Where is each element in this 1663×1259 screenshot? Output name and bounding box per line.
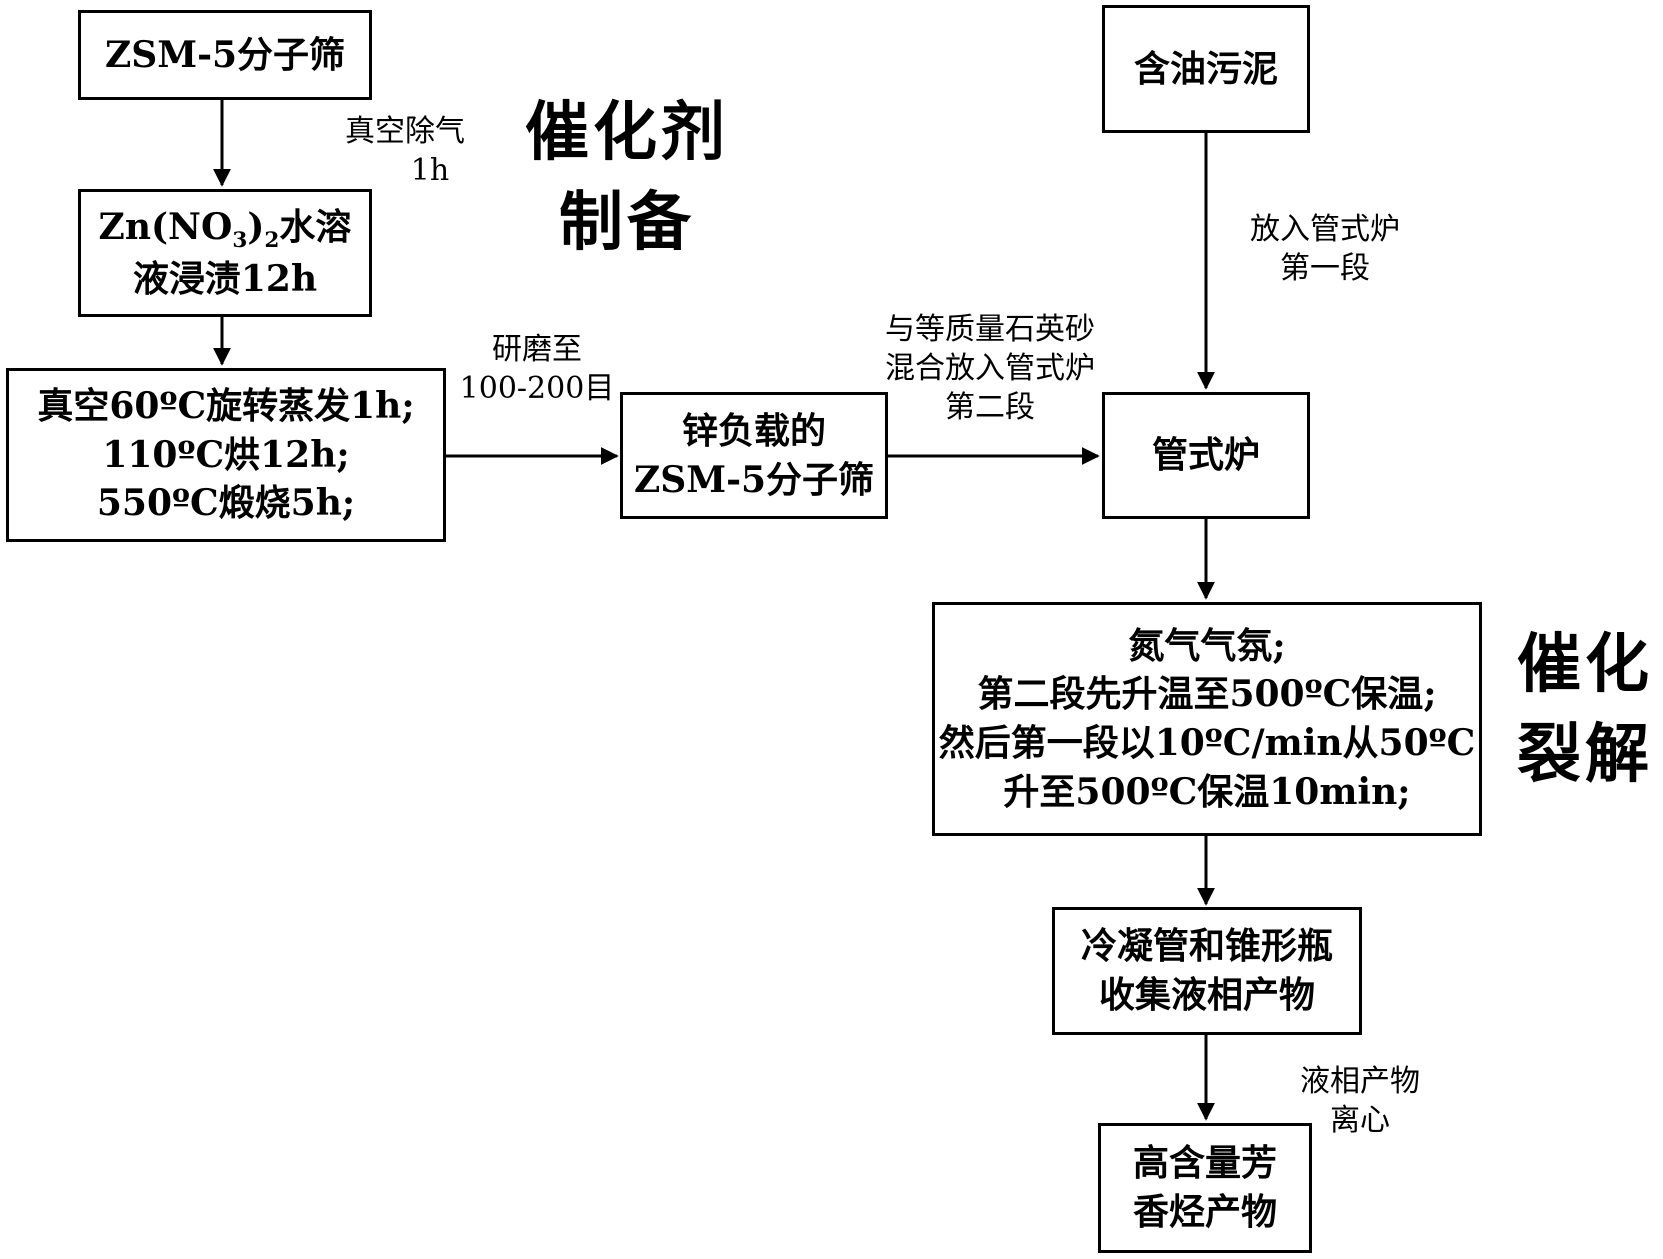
label-vacuum-degas: 真空除气 1h bbox=[345, 114, 465, 188]
aromatic-product-box: 高含量芳 香烃产物 bbox=[1098, 1123, 1312, 1253]
impregnation-line-1: Zn(NO3)2水溶 bbox=[98, 205, 352, 253]
conditions-line-1: 氮气气氛; bbox=[1128, 624, 1286, 667]
label-feed-first-section: 放入管式炉 第一段 bbox=[1250, 212, 1400, 286]
conditions-line-3: 然后第一段以10ºC/min从50ºC bbox=[938, 722, 1476, 764]
drying-calcination-box: 真空60ºC旋转蒸发1h; 110ºC烘12h; 550ºC煅烧5h; bbox=[6, 368, 446, 542]
conditions-line-2: 第二段先升温至500ºC保温; bbox=[977, 673, 1437, 716]
zn-nitrate-impregnation-box: Zn(NO3)2水溶 液浸渍12h bbox=[78, 189, 372, 317]
oil-sludge-box: 含油污泥 bbox=[1102, 5, 1310, 133]
zn-zsm5-line-1: 锌负载的 bbox=[681, 409, 826, 452]
drying-line-1: 真空60ºC旋转蒸发1h; bbox=[37, 385, 415, 428]
aromatic-line-2: 香烃产物 bbox=[1132, 1191, 1277, 1233]
section-title-catalytic-cracking: 催化 裂解 bbox=[1517, 627, 1653, 792]
condenser-line-2: 收集液相产物 bbox=[1098, 974, 1315, 1016]
label-mix-quartz-sand: 与等质量石英砂 混合放入管式炉 第二段 bbox=[885, 312, 1095, 425]
conditions-line-4: 升至500ºC保温10min; bbox=[1003, 770, 1411, 813]
drying-line-3: 550ºC煅烧5h; bbox=[96, 482, 356, 525]
zn-loaded-zsm5-box: 锌负载的 ZSM-5分子筛 bbox=[620, 392, 888, 519]
condenser-line-1: 冷凝管和锥形瓶 bbox=[1080, 925, 1333, 968]
label-centrifuge: 液相产物 离心 bbox=[1300, 1064, 1420, 1138]
label-grind-mesh: 研磨至 100-200目 bbox=[459, 332, 615, 406]
drying-line-2: 110ºC烘12h; bbox=[102, 433, 350, 476]
tube-furnace-label: 管式炉 bbox=[1151, 434, 1260, 477]
zsm5-molecular-sieve-box: ZSM-5分子筛 bbox=[78, 10, 372, 100]
tube-furnace-box: 管式炉 bbox=[1102, 392, 1310, 519]
oil-sludge-label: 含油污泥 bbox=[1133, 47, 1278, 90]
impregnation-line-2: 液浸渍12h bbox=[132, 257, 318, 300]
condenser-collection-box: 冷凝管和锥形瓶 收集液相产物 bbox=[1052, 907, 1362, 1035]
reaction-conditions-box: 氮气气氛; 第二段先升温至500ºC保温; 然后第一段以10ºC/min从50º… bbox=[932, 602, 1482, 836]
aromatic-line-1: 高含量芳 bbox=[1132, 1142, 1277, 1185]
zn-zsm5-line-2: ZSM-5分子筛 bbox=[633, 458, 875, 501]
zsm5-label: ZSM-5分子筛 bbox=[104, 33, 346, 76]
section-title-catalyst-preparation: 催化剂 制备 bbox=[525, 95, 729, 260]
